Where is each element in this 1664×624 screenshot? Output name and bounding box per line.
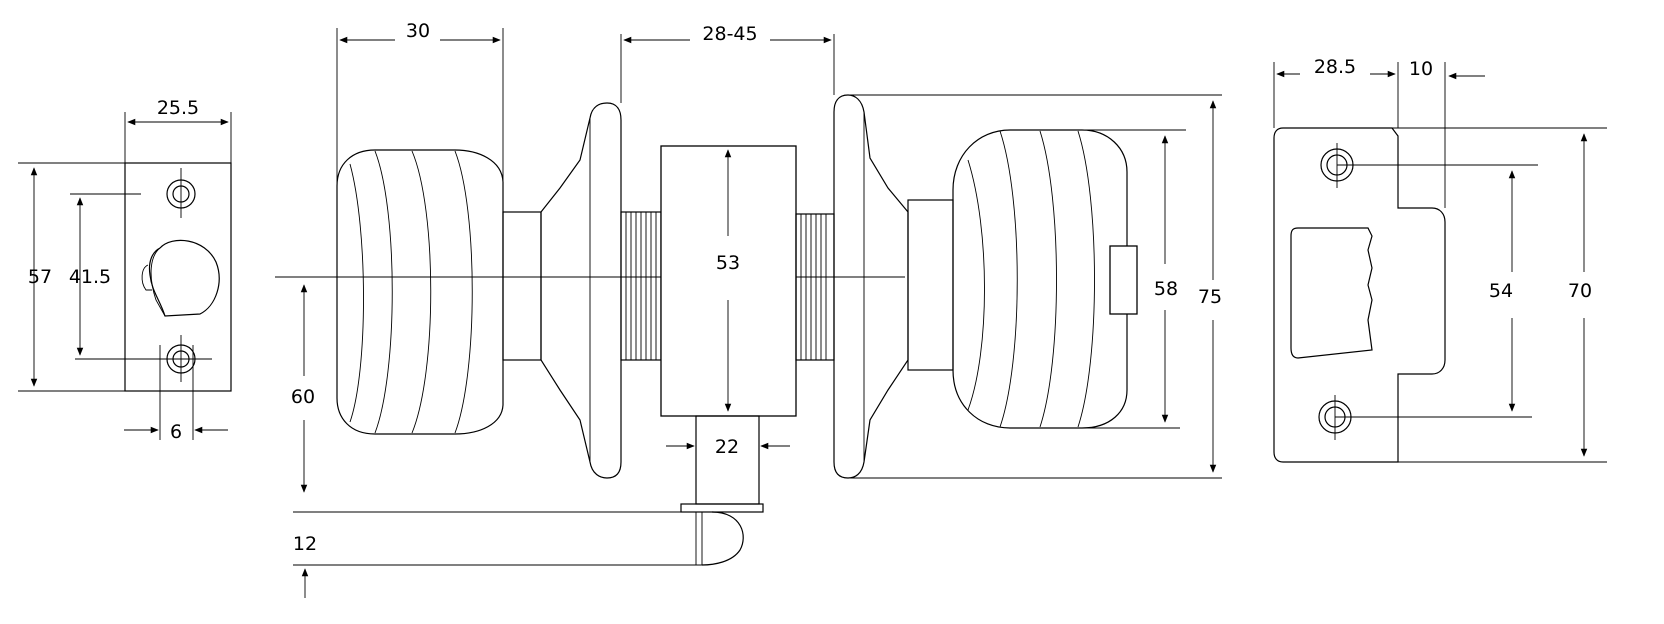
strike-top-screw-hole: [1320, 143, 1354, 188]
spindle-tail: [680, 415, 764, 566]
latch-hole-spacing-label: 41.5: [69, 266, 111, 288]
left-threaded-sleeve: [620, 211, 662, 361]
latch-bolt: [141, 239, 220, 317]
latch-face-label: 12: [293, 533, 317, 555]
latch-width-label: 25.5: [157, 97, 199, 119]
right-rose: [833, 94, 909, 479]
latch-bottom-screw-hole: [166, 335, 196, 382]
body-height-label: 53: [716, 252, 740, 274]
knob-lock-side-view: 30 28-45 53 60 22 12 58 7: [275, 20, 1222, 598]
privacy-button: [1109, 245, 1138, 315]
strike-plate: [1273, 127, 1446, 463]
spindle-width-label: 22: [715, 436, 739, 458]
right-threaded-sleeve: [795, 213, 835, 361]
strike-lip-label: 10: [1409, 58, 1433, 80]
left-knob: [336, 149, 504, 435]
backset-label: 60: [291, 386, 315, 408]
rose-diameter-label: 75: [1198, 286, 1222, 308]
right-knob: [952, 129, 1128, 429]
knob-length-label: 30: [406, 20, 430, 42]
knob-diameter-label: 58: [1154, 278, 1178, 300]
left-knob-neck: [502, 211, 542, 361]
strike-hole-spacing-label: 54: [1489, 280, 1513, 302]
latch-faceplate: [124, 162, 232, 392]
strike-width-label: 28.5: [1314, 56, 1356, 78]
lock-body: [660, 145, 797, 417]
right-knob-neck: [907, 199, 954, 371]
latch-top-screw-hole: [166, 168, 196, 218]
latch-faceplate-view: 25.5 57 41.5 6: [18, 97, 232, 443]
door-thickness-label: 28-45: [702, 23, 757, 45]
latch-height-label: 57: [28, 266, 52, 288]
strike-height-label: 70: [1568, 280, 1592, 302]
strike-bottom-screw-hole: [1318, 395, 1352, 440]
strike-latch-opening: [1290, 227, 1373, 359]
left-rose: [540, 102, 622, 479]
strike-plate-view: 28.5 10 54 70: [1273, 56, 1607, 463]
latch-edge-offset-label: 6: [170, 421, 182, 443]
